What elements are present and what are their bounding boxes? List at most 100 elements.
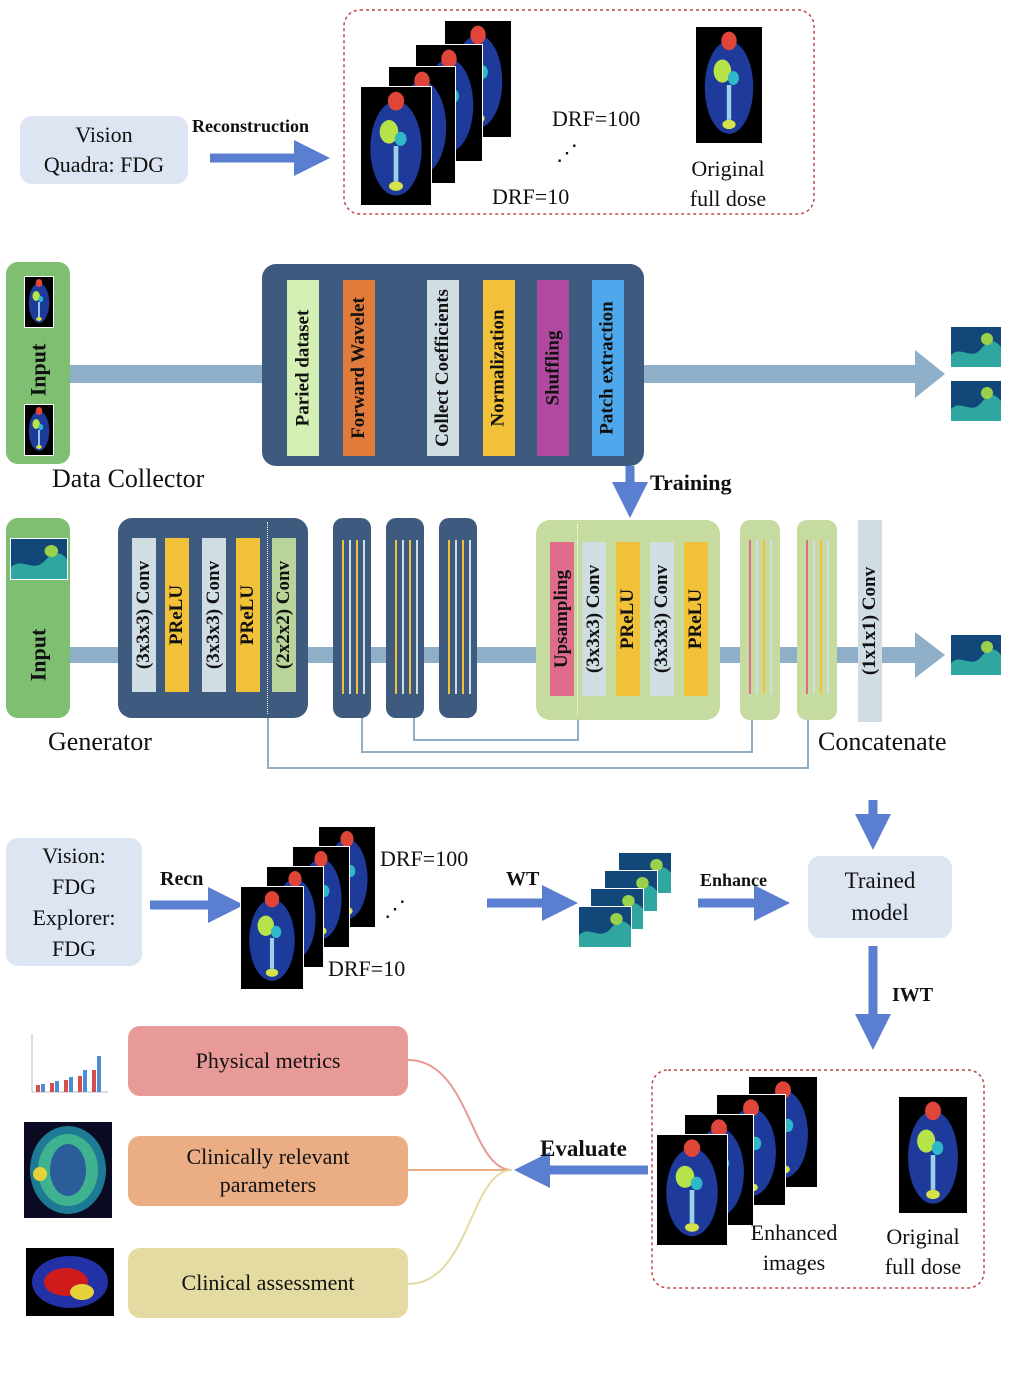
pet-image-stack-top-1 <box>360 86 432 206</box>
enhanced-images-label: Enhanced images <box>750 1220 838 1275</box>
encoder-layer-label-3: (3x3x3) Conv <box>203 560 225 670</box>
down-stripe-1-4 <box>363 540 365 694</box>
collector-step-label-2: Forward Wavelet <box>348 297 369 439</box>
encoder-layer-3: (3x3x3) Conv <box>202 538 226 692</box>
down-stripe-2-2 <box>402 540 404 694</box>
down-stripe-2-3 <box>409 540 411 694</box>
trained-model-box: Trained model <box>808 856 952 938</box>
decoder-layer-2: (3x3x3) Conv <box>582 542 606 696</box>
drf-100-mid: DRF=100 <box>380 846 469 871</box>
generator-pipe-arrowhead <box>915 632 945 678</box>
down-stripe-3-1 <box>448 540 450 694</box>
drf-10-top: DRF=10 <box>492 184 570 209</box>
iwt-label: IWT <box>892 984 934 1006</box>
brain-sagittal-icon <box>32 1256 108 1308</box>
drf-100-top: DRF=100 <box>552 106 641 131</box>
encoder-divider <box>267 522 268 714</box>
down-stripe-3-4 <box>469 540 471 694</box>
collector-step-1: Paried dataset <box>287 280 319 456</box>
patch-cube-2 <box>950 380 1002 422</box>
up-stripe-1-2 <box>756 540 758 694</box>
collector-step-6: Patch extraction <box>592 280 624 456</box>
decoder-layer-label-2: (3x3x3) Conv <box>583 564 605 674</box>
up-stripe-1-3 <box>763 540 765 694</box>
down-stripe-1-1 <box>342 540 344 694</box>
brain-axial-thumbnail <box>24 1122 112 1218</box>
decoder-layer-1: Upsampling <box>550 542 574 696</box>
collector-step-3: Collect Coefficients <box>427 280 459 456</box>
original-full-dose-top: Original full dose <box>689 156 767 211</box>
generator-title: Generator <box>48 727 152 756</box>
patch-cube-1 <box>950 326 1002 368</box>
scanner-box-quadra: Vision Quadra: FDG <box>20 116 188 184</box>
collector-step-2: Forward Wavelet <box>343 280 375 456</box>
training-label: Training <box>650 470 732 495</box>
physical-metrics-thumbnail <box>26 1030 110 1100</box>
down-block-2 <box>386 518 424 718</box>
curve-physical <box>407 1059 513 1171</box>
ellipsis-top: ⋰ <box>556 140 578 165</box>
collector-step-label-3: Collect Coefficients <box>432 289 453 447</box>
wt-label: WT <box>506 868 540 890</box>
encoder-layer-5: (2x2x2) Conv <box>272 538 296 692</box>
skip-connection-inner <box>413 715 579 741</box>
generator-input-label: Input <box>25 628 50 682</box>
evaluate-output-frame <box>651 1069 985 1289</box>
up-block-1 <box>740 520 780 720</box>
encoder-layer-label-1: (3x3x3) Conv <box>133 560 155 670</box>
down-stripe-3-2 <box>455 540 457 694</box>
wt-patch-1 <box>578 906 632 948</box>
down-block-1 <box>333 518 371 718</box>
skip-connection-mid <box>361 715 753 753</box>
collector-step-5: Shuffling <box>537 280 569 456</box>
generator-input-patch <box>10 538 68 580</box>
ellipsis-mid: ⋰ <box>384 896 406 921</box>
scanner-box-vision-explorer: Vision: FDG Explorer: FDG <box>6 838 142 966</box>
brain-sagittal-thumbnail <box>26 1248 114 1316</box>
pet-image-stack-mid-1 <box>240 886 304 990</box>
down-stripe-1-3 <box>356 540 358 694</box>
clinical-parameters-box: Clinically relevant parameters <box>128 1136 408 1206</box>
decoder-layer-4: (3x3x3) Conv <box>650 542 674 696</box>
top-output-frame <box>343 9 815 215</box>
up-stripe-2-1 <box>806 540 808 694</box>
decoder-layer-label-3: PReLU <box>617 588 638 650</box>
encoder-layer-1: (3x3x3) Conv <box>132 538 156 692</box>
decoder-layer-3: PReLU <box>616 542 640 696</box>
enhance-label: Enhance <box>700 870 768 890</box>
evaluate-label: Evaluate <box>540 1136 627 1161</box>
down-stripe-3-3 <box>462 540 464 694</box>
pet-image-original-top <box>695 26 763 144</box>
recn-label: Recn <box>160 868 204 890</box>
down-stripe-2-1 <box>395 540 397 694</box>
data-collector-title: Data Collector <box>52 464 205 493</box>
down-stripe-1-2 <box>349 540 351 694</box>
up-block-2 <box>797 520 837 720</box>
up-stripe-2-2 <box>813 540 815 694</box>
concatenate-label: Concatenate <box>818 727 947 756</box>
decoder-layer-label-5: PReLU <box>685 588 706 650</box>
pet-image-original-bottom <box>898 1096 968 1214</box>
up-stripe-2-4 <box>827 540 829 694</box>
pet-image-enhanced-1 <box>656 1134 728 1246</box>
physical-metrics-box: Physical metrics <box>128 1026 408 1096</box>
encoder-layer-label-2: PReLU <box>166 584 187 646</box>
final-conv-layer: (1x1x1) Conv <box>858 520 882 722</box>
collector-input-label: Input <box>25 343 50 397</box>
decoder-layer-label-1: Upsampling <box>551 569 573 669</box>
encoder-layer-2: PReLU <box>165 538 189 692</box>
clinical-assessment-box: Clinical assessment <box>128 1248 408 1318</box>
collector-input-image-1 <box>24 276 54 328</box>
collector-step-label-5: Shuffling <box>542 330 564 406</box>
collector-step-label-1: Paried dataset <box>292 309 313 427</box>
up-stripe-2-3 <box>820 540 822 694</box>
collector-input-image-2 <box>24 404 54 456</box>
decoder-layer-label-4: (3x3x3) Conv <box>651 564 673 674</box>
collector-step-label-6: Patch extraction <box>597 301 619 435</box>
brain-axial-icon <box>30 1126 106 1214</box>
curve-clinical-assessment <box>407 1169 513 1285</box>
reconstruction-label: Reconstruction <box>192 116 309 136</box>
decoder-divider <box>577 524 578 716</box>
up-stripe-1-1 <box>749 540 751 694</box>
collector-step-label-4: Normalization <box>488 309 509 427</box>
